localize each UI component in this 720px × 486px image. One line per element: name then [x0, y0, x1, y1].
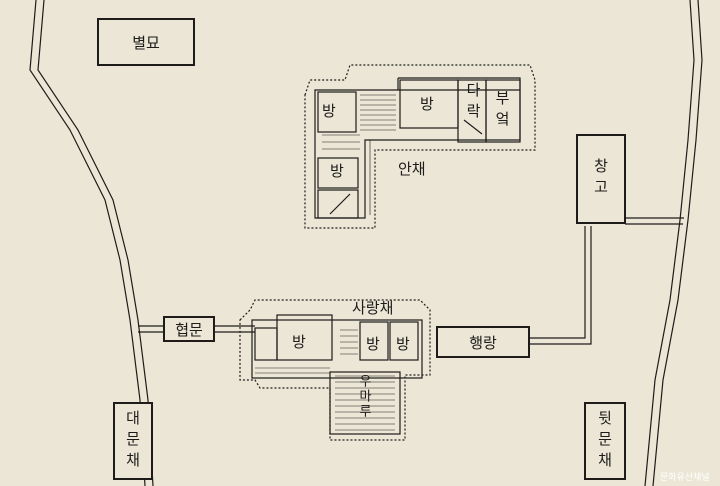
haengnang-label: 행랑 — [469, 333, 497, 352]
byeolmyo-box: 별묘 — [97, 18, 195, 66]
dwitmunchae-label: 뒷문채 — [595, 409, 614, 473]
anchae-room-1: 방 — [322, 102, 336, 120]
sarang-room-1: 방 — [292, 333, 306, 351]
anchae-room-3: 방 — [330, 162, 344, 180]
watermark: 문화유산채널 — [660, 473, 710, 483]
sarangchae-label: 사랑채 — [352, 299, 394, 317]
sarang-room-2: 방 — [366, 335, 380, 353]
right-path — [644, 0, 695, 486]
bueok-label: 부엌 — [493, 90, 511, 132]
maru-label: 우마루 — [356, 374, 371, 419]
hyeopmun-label: 협문 — [175, 320, 203, 339]
darak-label: 다락 — [464, 82, 482, 124]
changgo-label: 창고 — [591, 158, 610, 200]
changgo-box: 창고 — [576, 134, 626, 224]
anchae-label: 안채 — [398, 160, 426, 178]
hyeopmun-box: 협문 — [163, 316, 215, 342]
sarang-room-3: 방 — [396, 335, 410, 353]
byeolmyo-label: 별묘 — [132, 33, 160, 52]
anchae-room-2: 방 — [420, 95, 434, 113]
left-path — [29, 0, 146, 486]
daemunchae-label: 대문채 — [123, 409, 142, 473]
daemunchae-box: 대문채 — [113, 402, 153, 480]
dwitmunchae-box: 뒷문채 — [584, 402, 626, 480]
haengnang-box: 행랑 — [436, 326, 530, 358]
